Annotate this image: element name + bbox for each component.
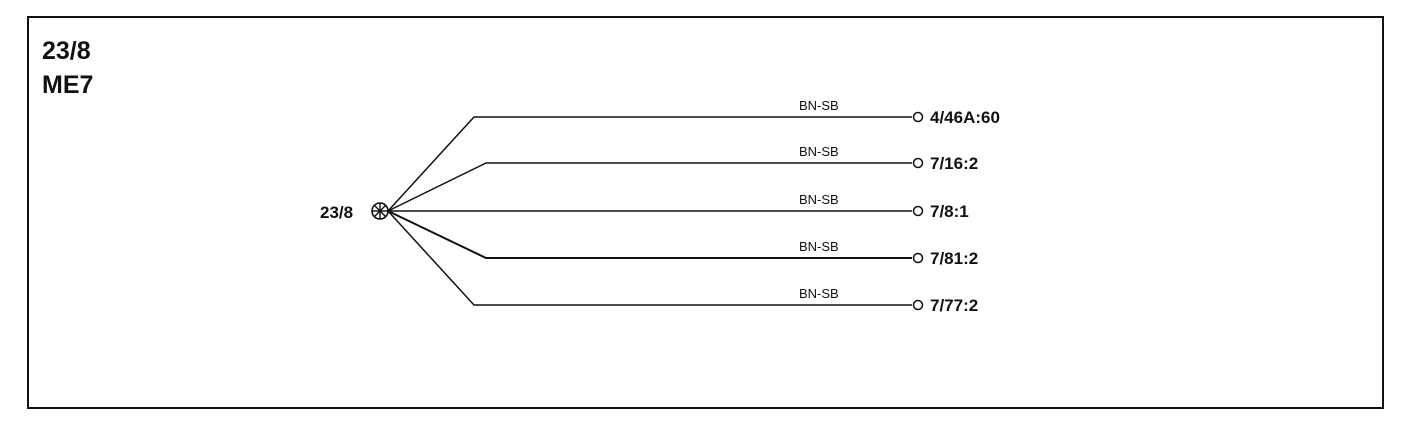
connector-id: 23/8: [42, 37, 91, 65]
wire-color-label: BN-SB: [799, 98, 839, 113]
terminal-label: 7/77:2: [930, 296, 978, 315]
wire-group: BN-SB4/46A:60BN-SB7/16:2BN-SB7/8:1BN-SB7…: [387, 98, 1000, 315]
terminal-pin-icon: [912, 111, 924, 123]
terminal-pin-icon: [912, 252, 924, 264]
terminal-pin-icon: [912, 157, 924, 169]
splice-label: 23/8: [320, 203, 353, 222]
system-name: ME7: [42, 71, 94, 99]
wire-line: [387, 210, 912, 306]
wire-2: BN-SB 7/16:2: [387, 144, 978, 212]
terminal-label: 7/16:2: [930, 154, 978, 173]
terminal-label: 4/46A:60: [930, 108, 1000, 127]
wire-line: [387, 116, 912, 212]
wire-3: BN-SB 7/8:1: [388, 192, 969, 221]
wire-line: [387, 210, 912, 259]
wire-color-label: BN-SB: [799, 286, 839, 301]
diagram-frame: [27, 16, 1384, 409]
wire-color-label: BN-SB: [799, 192, 839, 207]
wire-color-label: BN-SB: [799, 239, 839, 254]
wire-line: [387, 162, 912, 212]
terminal-label: 7/81:2: [930, 249, 978, 268]
wire-color-label: BN-SB: [799, 144, 839, 159]
wire-4: BN-SB 7/81:2: [387, 210, 978, 268]
splice-point-icon: [371, 202, 389, 220]
wire-5: BN-SB 7/77:2: [387, 210, 978, 315]
terminal-label: 7/8:1: [930, 202, 969, 221]
title-block: 23/8 ME7: [42, 34, 93, 102]
terminal-pin-icon: [912, 299, 924, 311]
terminal-pin-icon: [912, 205, 924, 217]
wire-1: BN-SB 4/46A:60: [387, 98, 1000, 212]
